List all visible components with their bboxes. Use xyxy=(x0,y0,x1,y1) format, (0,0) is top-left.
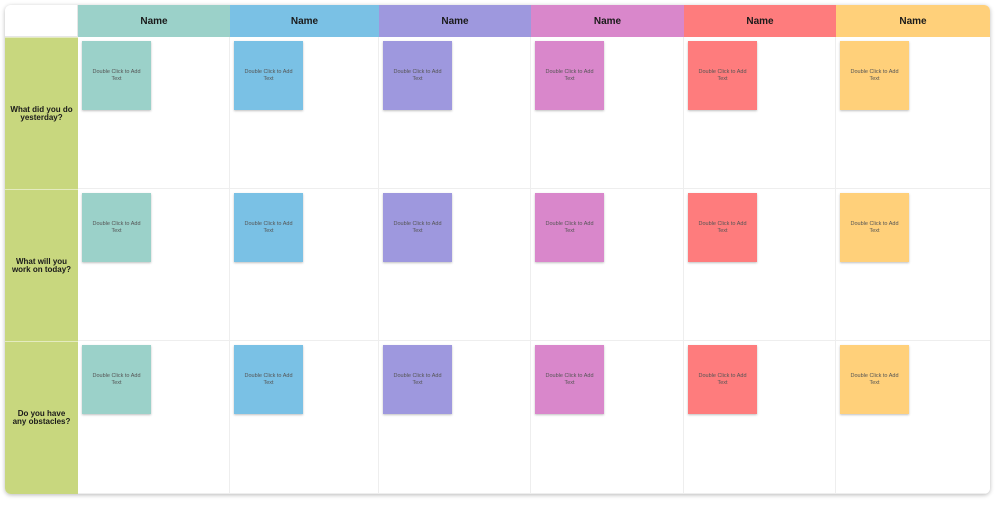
board-cell[interactable]: Double Click to Add Text xyxy=(230,189,379,341)
board-cell[interactable]: Double Click to Add Text xyxy=(379,341,531,494)
row-header-1: What did you do yesterday? xyxy=(5,37,78,189)
board-cell[interactable]: Double Click to Add Text xyxy=(836,37,990,189)
sticky-note[interactable]: Double Click to Add Text xyxy=(234,41,303,110)
board-cell[interactable]: Double Click to Add Text xyxy=(230,341,379,494)
sticky-note[interactable]: Double Click to Add Text xyxy=(840,193,909,262)
column-header-2[interactable]: Name xyxy=(230,5,379,37)
sticky-note[interactable]: Double Click to Add Text xyxy=(535,345,604,414)
board-cell[interactable]: Double Click to Add Text xyxy=(684,189,836,341)
board-cell[interactable]: Double Click to Add Text xyxy=(230,37,379,189)
sticky-note[interactable]: Double Click to Add Text xyxy=(234,345,303,414)
sticky-note[interactable]: Double Click to Add Text xyxy=(383,193,452,262)
board-corner xyxy=(5,5,78,37)
sticky-note[interactable]: Double Click to Add Text xyxy=(82,193,151,262)
sticky-note[interactable]: Double Click to Add Text xyxy=(688,193,757,262)
board-cell[interactable]: Double Click to Add Text xyxy=(78,341,230,494)
board-cell[interactable]: Double Click to Add Text xyxy=(836,189,990,341)
board-cell[interactable]: Double Click to Add Text xyxy=(684,37,836,189)
board-cell[interactable]: Double Click to Add Text xyxy=(78,37,230,189)
board-cell[interactable]: Double Click to Add Text xyxy=(379,189,531,341)
sticky-note[interactable]: Double Click to Add Text xyxy=(840,41,909,110)
column-header-5[interactable]: Name xyxy=(684,5,836,37)
column-header-1[interactable]: Name xyxy=(78,5,230,37)
sticky-note[interactable]: Double Click to Add Text xyxy=(234,193,303,262)
sticky-note[interactable]: Double Click to Add Text xyxy=(688,41,757,110)
sticky-note[interactable]: Double Click to Add Text xyxy=(82,345,151,414)
board-cell[interactable]: Double Click to Add Text xyxy=(531,341,684,494)
row-header-2: What will you work on today? xyxy=(5,189,78,341)
sticky-note[interactable]: Double Click to Add Text xyxy=(535,193,604,262)
row-header-3: Do you have any obstacles? xyxy=(5,341,78,494)
sticky-note[interactable]: Double Click to Add Text xyxy=(383,345,452,414)
board-cell[interactable]: Double Click to Add Text xyxy=(531,37,684,189)
sticky-note[interactable]: Double Click to Add Text xyxy=(688,345,757,414)
sticky-note[interactable]: Double Click to Add Text xyxy=(383,41,452,110)
sticky-note[interactable]: Double Click to Add Text xyxy=(82,41,151,110)
board-cell[interactable]: Double Click to Add Text xyxy=(78,189,230,341)
sticky-note[interactable]: Double Click to Add Text xyxy=(535,41,604,110)
board-cell[interactable]: Double Click to Add Text xyxy=(836,341,990,494)
column-header-4[interactable]: Name xyxy=(531,5,684,37)
sticky-note[interactable]: Double Click to Add Text xyxy=(840,345,909,414)
board-cell[interactable]: Double Click to Add Text xyxy=(379,37,531,189)
board-cell[interactable]: Double Click to Add Text xyxy=(531,189,684,341)
column-header-6[interactable]: Name xyxy=(836,5,990,37)
board-cell[interactable]: Double Click to Add Text xyxy=(684,341,836,494)
column-header-3[interactable]: Name xyxy=(379,5,531,37)
